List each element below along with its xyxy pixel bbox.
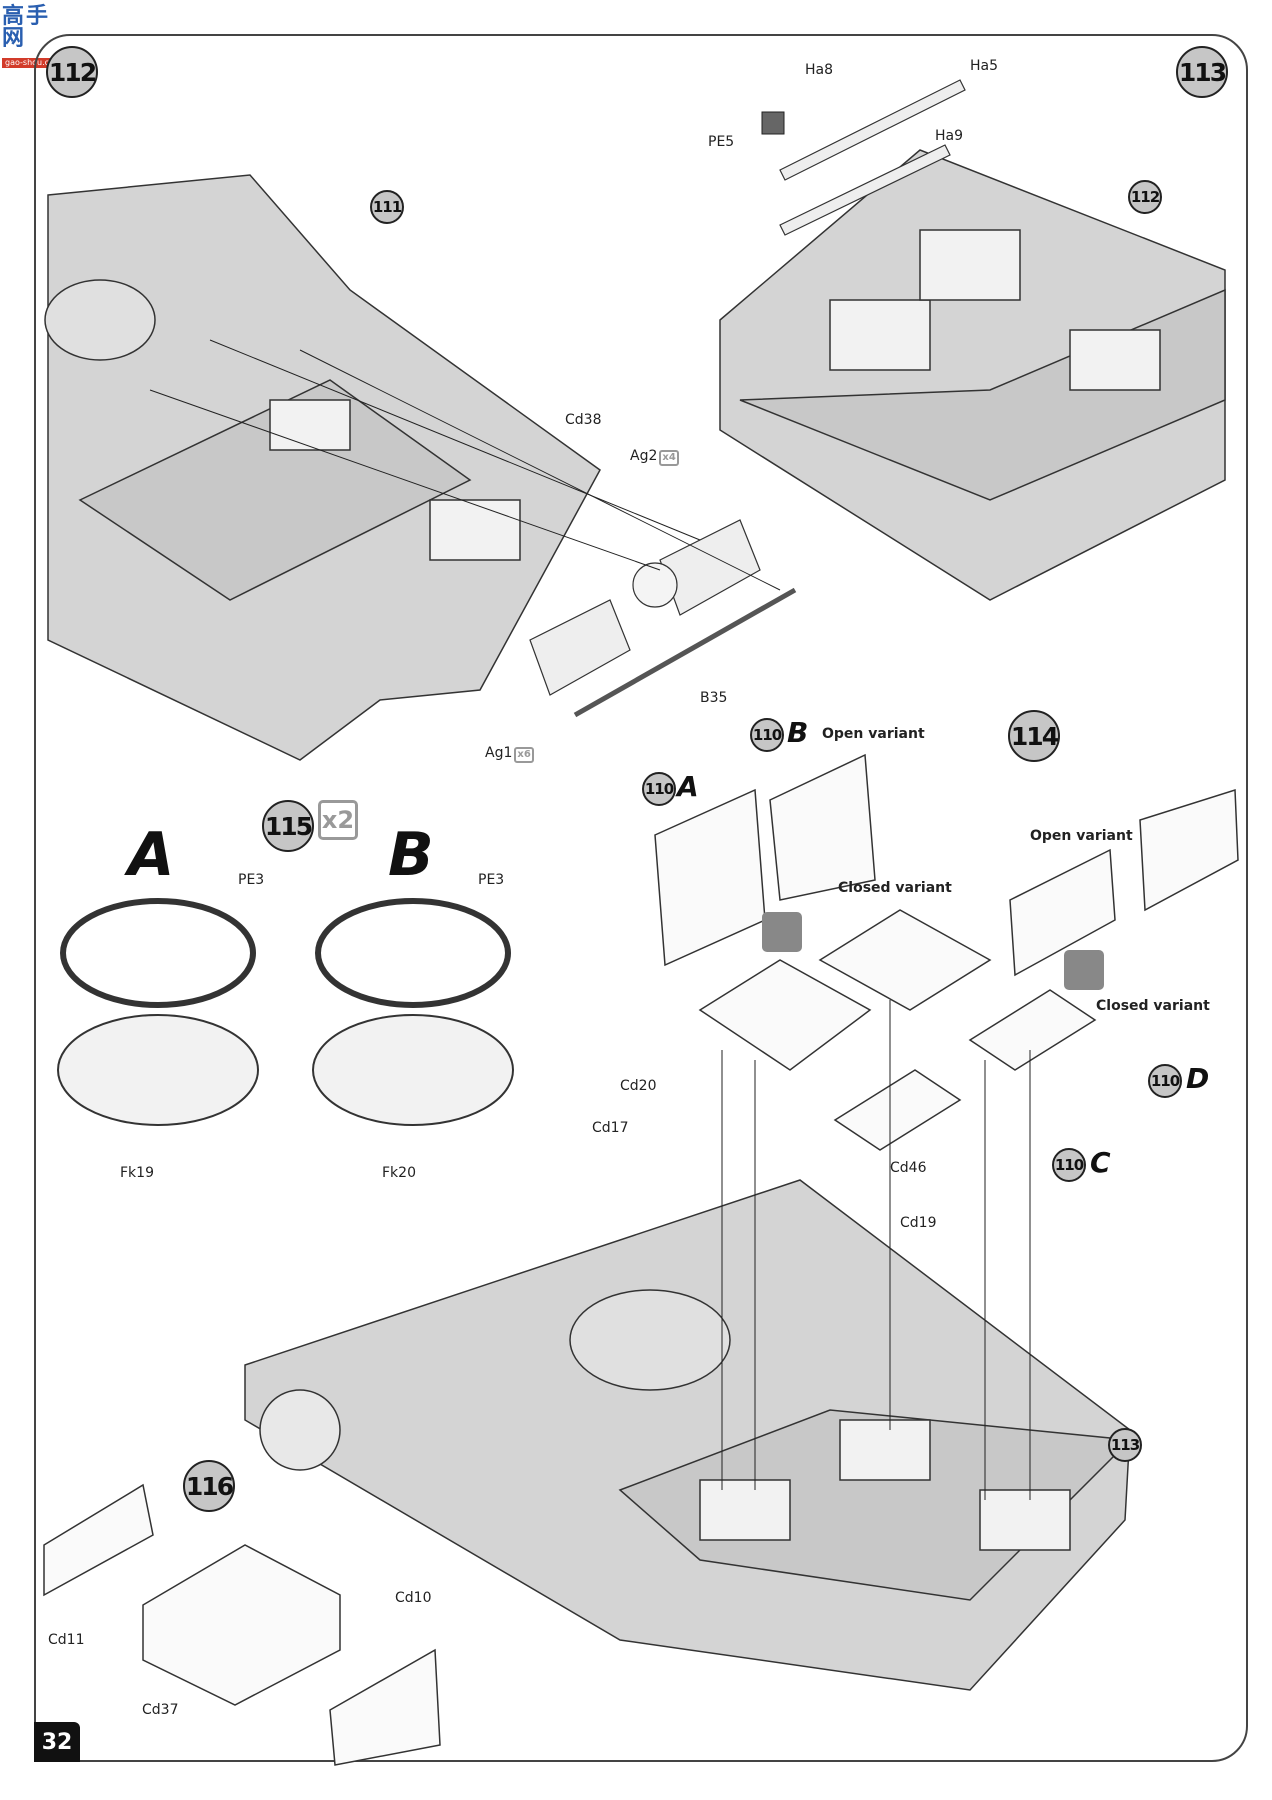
swap-variant-icon: [762, 912, 802, 952]
ref-step-112: 112: [1128, 180, 1162, 214]
part-cd19: Cd19: [900, 1215, 937, 1231]
part-cd10: Cd10: [395, 1590, 432, 1606]
part-b35: B35: [700, 690, 728, 706]
part-ag1-label: Ag1: [485, 745, 513, 761]
step-112-badge: 112: [46, 46, 98, 98]
option-b-letter: B: [388, 820, 434, 890]
part-fk19: Fk19: [120, 1165, 154, 1181]
ref-110d: 110: [1148, 1064, 1182, 1098]
variant-letter-a: A: [677, 770, 699, 803]
wheel-a: [57, 898, 259, 1126]
part-cd17: Cd17: [592, 1120, 629, 1136]
wheel-b: [312, 898, 514, 1126]
variant-letter-d: D: [1186, 1062, 1210, 1095]
track-links: [529, 519, 797, 718]
swap-variant-icon: [1064, 950, 1104, 990]
multiplier-x2: x2: [318, 800, 358, 840]
ref-110c: 110: [1052, 1148, 1086, 1182]
step-114-badge: 114: [1008, 710, 1060, 762]
hull-step-112: [44, 174, 601, 761]
hull-step-114: [244, 1179, 1132, 1691]
part-cd11: Cd11: [48, 1632, 85, 1648]
watermark-logo: 高手网 gao-shou.com: [2, 6, 72, 68]
step-115-badge: 115: [262, 800, 314, 852]
step-116-badge: 116: [183, 1460, 235, 1512]
step-116-parts: [43, 1483, 441, 1766]
part-cd38: Cd38: [565, 412, 602, 428]
part-cd20: Cd20: [620, 1078, 657, 1094]
part-ha9: Ha9: [935, 128, 964, 144]
closed-variant-label-mid: Closed variant: [838, 880, 952, 896]
open-variant-label-right: Open variant: [1030, 828, 1133, 844]
pe5-part: [761, 111, 785, 135]
open-variant-label-b: Open variant: [822, 726, 925, 742]
part-cd37: Cd37: [142, 1702, 179, 1718]
part-fk20: Fk20: [382, 1165, 416, 1181]
part-pe3-a: PE3: [238, 872, 265, 888]
part-pe5: PE5: [708, 134, 735, 150]
closed-variant-label-right: Closed variant: [1096, 998, 1210, 1014]
part-ha8: Ha8: [805, 62, 834, 78]
ref-110a: 110: [642, 772, 676, 806]
option-a-letter: A: [128, 820, 175, 890]
part-pe3-b: PE3: [478, 872, 505, 888]
ref-110b: 110: [750, 718, 784, 752]
quantity-badge: x4: [659, 450, 679, 466]
step-113-badge: 113: [1176, 46, 1228, 98]
part-ag2-label: Ag2: [630, 448, 658, 464]
ref-step-113: 113: [1108, 1428, 1142, 1462]
variant-letter-c: C: [1090, 1146, 1111, 1179]
part-ha5: Ha5: [970, 58, 999, 74]
part-cd46: Cd46: [890, 1160, 927, 1176]
quantity-badge: x6: [514, 747, 534, 763]
page-number: 32: [34, 1722, 80, 1762]
rods: [779, 79, 966, 236]
watermark-url: gao-shou.com: [2, 58, 65, 68]
variant-letter-b: B: [787, 716, 809, 749]
ref-step-111: 111: [370, 190, 404, 224]
hull-step-113: [719, 149, 1226, 601]
watermark-text: 高手网: [2, 4, 51, 51]
page-frame: [34, 34, 1248, 1762]
